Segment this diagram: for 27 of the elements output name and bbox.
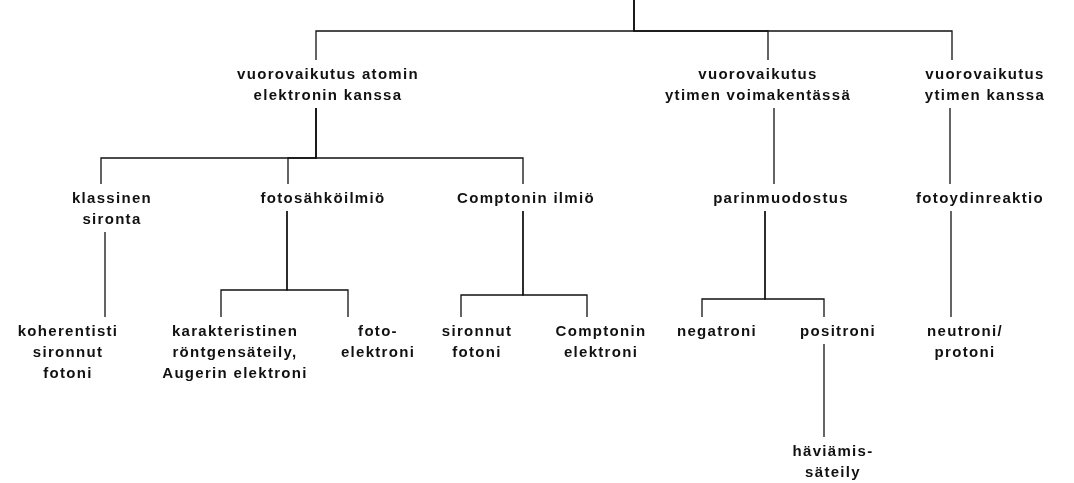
connector-line — [949, 107, 951, 185]
term-label: vuorovaikutus atomin elektronin kanssa — [237, 63, 419, 105]
term-label: Comptonin ilmiö — [457, 187, 595, 208]
term-label: sironnut fotoni — [441, 320, 513, 362]
term-label: koherentisti sironnut fotoni — [17, 320, 119, 383]
connector-line — [522, 210, 588, 318]
connector-line — [764, 210, 825, 318]
term-label: fotoydinreaktio — [916, 187, 1044, 208]
term-label: häviämis- säteily — [792, 440, 874, 482]
connector-line — [286, 210, 349, 318]
connector-line — [315, 107, 524, 185]
connector-line — [950, 210, 952, 318]
term-label: foto- elektroni — [340, 320, 416, 362]
term-label: klassinen sironta — [71, 187, 153, 229]
connector-line — [104, 231, 106, 318]
term-label: Comptonin elektroni — [555, 320, 647, 362]
term-label: negatroni — [677, 320, 757, 341]
term-label: positroni — [800, 320, 876, 341]
term-label: neutroni/ protoni — [927, 320, 1003, 362]
term-label: vuorovaikutus ytimen voimakentässä — [664, 63, 852, 105]
term-label: karakteristinen röntgensäteily, Augerin elektroni — [162, 320, 308, 383]
connector-line — [633, 0, 953, 61]
connector-line — [773, 107, 775, 185]
connector-line — [823, 343, 825, 438]
term-label: vuorovaikutus ytimen kanssa — [924, 63, 1046, 105]
term-label: parinmuodostus — [713, 187, 849, 208]
term-label: fotosähköilmiö — [260, 187, 386, 208]
